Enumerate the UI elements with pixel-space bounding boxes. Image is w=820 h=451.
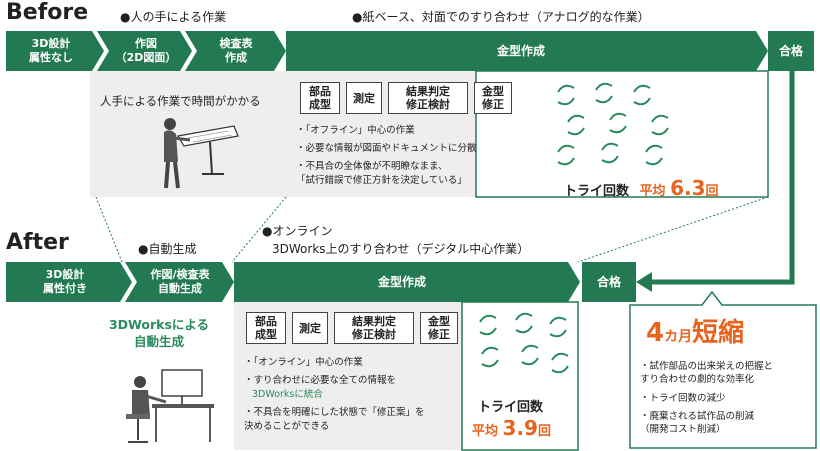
summary-headline-unit: カ月 [664, 329, 693, 345]
manual-worker-illustration [164, 118, 239, 189]
before-stage-shape [286, 31, 768, 71]
before-bullet-2: ・必要な情報が図面やドキュメントに分散 [296, 143, 477, 154]
before-step3-shape [185, 31, 286, 71]
note-manual-work: ●人の手による作業 [120, 10, 227, 24]
cycle-icon-b2 [595, 82, 613, 104]
before-step1-shape [6, 31, 104, 71]
before-avg-value: 6.3 [670, 176, 706, 200]
before-stage-label: 金型作成 [496, 44, 545, 58]
after-process-molding: 部品 成型 [246, 312, 286, 344]
after-step1-label: 3D設計 属性付き [43, 268, 87, 295]
cycle-icon-a1 [479, 314, 497, 336]
after-cycle-icons [479, 312, 569, 374]
after-try-average: 平均 3.9回 [472, 416, 551, 440]
summary-headline-number: 4 [646, 318, 665, 348]
after-step2-shape [125, 262, 234, 302]
after-avg-unit: 回 [537, 424, 551, 439]
summary-callout [629, 290, 817, 449]
summary-bullet-1: ・試作部品の出来栄えの把握と すり合わせの劇的な効率化 [640, 361, 774, 385]
summary-headline: 4カ月短縮 [646, 312, 744, 349]
after-step1-shape [6, 262, 132, 302]
pc-worker-illustration [126, 369, 214, 443]
note-3dworks: 3DWorks上のすり合わせ（デジタル中心作業） [272, 242, 530, 256]
cycle-icon-a6 [551, 352, 569, 374]
before-step2-label: 作図 （2D図面） [115, 37, 177, 64]
cycle-icon-a4 [481, 346, 499, 368]
cycle-icon-b7 [557, 144, 575, 166]
before-cycle-icons [557, 82, 669, 166]
summary-bullet-3: ・廃棄される試作品の削減 （開発コスト削減） [640, 411, 755, 435]
cycle-icon-a5 [521, 344, 539, 366]
before-bullet-1: ・「オフライン」中心の作業 [296, 125, 415, 136]
after-bullet-2-highlight: 3DWorksに統合 [252, 389, 323, 400]
cycle-icon-b5 [609, 112, 627, 134]
before-avg-label: 平均 [639, 184, 666, 199]
before-process-measure: 測定 [346, 82, 382, 114]
after-auto-caption: 3DWorksによる 自動生成 [108, 317, 210, 349]
before-try-count: トライ回数 平均 6.3回 [564, 176, 719, 200]
before-bullet-3: ・不具合の全体像が不明瞭なまま、 「試行錯誤で修正方針を決定している」 [296, 161, 467, 186]
before-step3-label: 検査表 作成 [219, 37, 253, 64]
cycle-icon-b1 [557, 84, 575, 106]
before-step1-label: 3D設計 属性なし [29, 37, 73, 64]
before-result-label: 合格 [778, 44, 803, 58]
cycle-icon-b8 [601, 142, 619, 164]
cycle-icon-a3 [549, 316, 567, 338]
before-result-shape [768, 31, 814, 71]
before-title: Before [6, 0, 89, 25]
cycle-icon-b9 [645, 144, 663, 166]
after-try-panel [461, 301, 579, 451]
summary-headline-word: 短縮 [692, 318, 745, 348]
after-avg-value: 3.9 [502, 416, 538, 440]
after-process-mold-fix: 金型 修正 [420, 312, 458, 344]
after-result-shape [582, 262, 636, 302]
after-avg-label: 平均 [472, 424, 499, 439]
before-try-label: トライ回数 [564, 184, 630, 199]
after-bullet-2: ・すり合わせに必要な全ての情報を [244, 375, 397, 386]
cycle-icon-b4 [567, 114, 585, 136]
before-try-panel [475, 70, 769, 198]
before-process-mold-fix: 金型 修正 [474, 82, 512, 114]
before-avg-unit: 回 [705, 184, 719, 199]
cycle-icon-a2 [515, 312, 533, 334]
cycle-icon-b6 [651, 114, 669, 136]
after-step2-label: 作図/検査表 自動生成 [150, 268, 210, 295]
before-process-judge: 結果判定 修正検討 [388, 82, 468, 114]
note-paper-based: ●紙ベース、対面でのすり合わせ（アナログ的な作業） [352, 10, 650, 24]
note-auto-generation: ●自動生成 [138, 242, 197, 256]
after-bullet-3: ・不具合を明確にした状態で「修正案」を 決めることができる [244, 407, 425, 432]
after-process-judge: 結果判定 修正検討 [334, 312, 414, 344]
after-bullet-1: ・「オンライン」中心の作業 [244, 357, 363, 368]
after-result-label: 合格 [596, 275, 621, 289]
after-title: After [6, 230, 69, 255]
before-manual-caption: 人手による作業で時間がかかる [100, 94, 261, 108]
note-online: ●オンライン [262, 224, 333, 238]
before-step2-shape [97, 31, 192, 71]
cycle-icon-b3 [633, 84, 651, 106]
after-stage-shape [234, 262, 580, 302]
after-stage-label: 金型作成 [377, 275, 426, 289]
after-try-label: トライ回数 [478, 400, 544, 415]
before-process-molding: 部品 成型 [300, 82, 340, 114]
after-process-measure: 測定 [292, 312, 328, 344]
summary-bullet-2: ・トライ回数の減少 [640, 393, 726, 404]
